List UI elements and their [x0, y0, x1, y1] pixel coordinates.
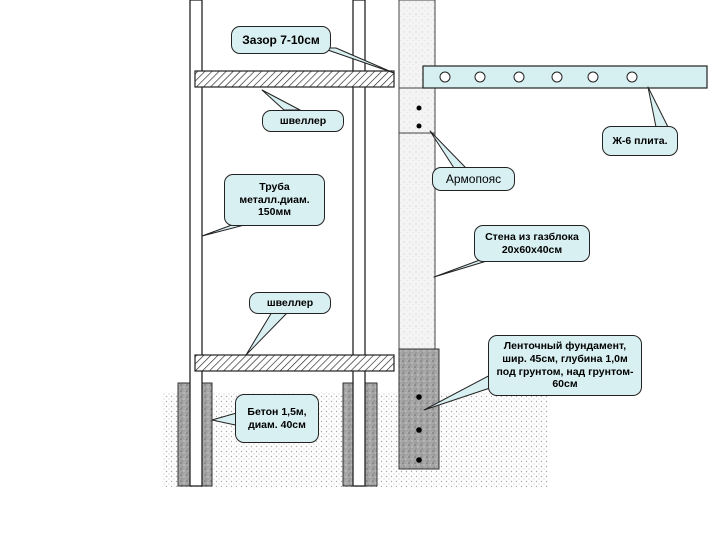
slab-hole: [439, 71, 451, 83]
rebar-dot: [416, 394, 422, 400]
gas-block-wall: [398, 0, 436, 351]
hollow-core-slab: [422, 65, 708, 89]
callout-foundation: Ленточный фундамент, шир. 45см, глубина …: [488, 335, 642, 396]
rebar-dot: [416, 123, 422, 129]
pointer-slab: [647, 86, 669, 128]
rebar-dot: [416, 427, 422, 433]
channel-beam-bottom: [194, 354, 395, 372]
slab-hole: [551, 71, 563, 83]
strip-foundation: [398, 348, 440, 470]
callout-gap: Зазор 7-10см: [231, 26, 331, 54]
callout-wall: Стена из газблока 20х60х40см: [474, 225, 590, 262]
callout-slab: Ж-6 плита.: [602, 126, 678, 156]
callout-channel-bottom: швеллер: [249, 292, 331, 314]
slab-hole: [474, 71, 486, 83]
callout-channel-top: швеллер: [262, 110, 344, 132]
slab-hole: [626, 71, 638, 83]
callout-armopoyas: Армопояс: [432, 167, 515, 191]
slab-hole: [513, 71, 525, 83]
slab-hole: [587, 71, 599, 83]
rebar-dot: [416, 105, 422, 111]
rebar-dot: [416, 457, 422, 463]
callout-pipe: Труба металл.диам. 150мм: [224, 174, 325, 226]
channel-beam-top: [194, 70, 395, 88]
pointer-channel-top: [261, 89, 301, 111]
callout-concrete: Бетон 1,5м, диам. 40см: [235, 394, 319, 443]
pointer-channel-bottom: [245, 311, 289, 356]
